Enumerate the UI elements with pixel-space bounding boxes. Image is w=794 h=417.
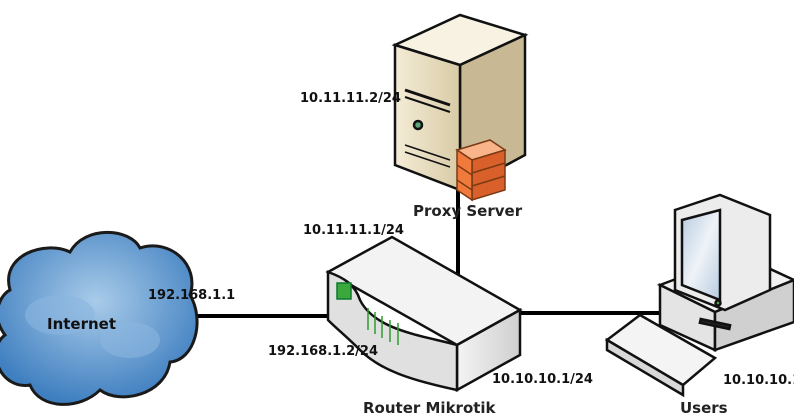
router-icon xyxy=(325,235,523,393)
firewall-icon xyxy=(455,139,507,202)
users-ip-label: 10.10.10.10 xyxy=(723,373,794,388)
links xyxy=(188,185,665,318)
router-label: Router Mikrotik xyxy=(363,399,496,417)
router-wan-ip-label: 192.168.1.2/24 xyxy=(268,344,379,359)
keyboard-icon xyxy=(604,313,718,398)
internet-ip-label: 192.168.1.1 xyxy=(148,288,236,303)
users-label: Users xyxy=(680,399,728,417)
internet-label: Internet xyxy=(47,315,117,333)
router-proxy-ip-label: 10.11.11.1/24 xyxy=(303,223,404,238)
proxy-server-label: Proxy Server xyxy=(413,202,523,220)
router-lan-ip-label: 10.10.10.1/24 xyxy=(492,372,593,387)
computer-icon xyxy=(656,193,794,352)
cloud-icon xyxy=(0,230,199,406)
proxy-ip-label: 10.11.11.2/24 xyxy=(300,91,401,106)
